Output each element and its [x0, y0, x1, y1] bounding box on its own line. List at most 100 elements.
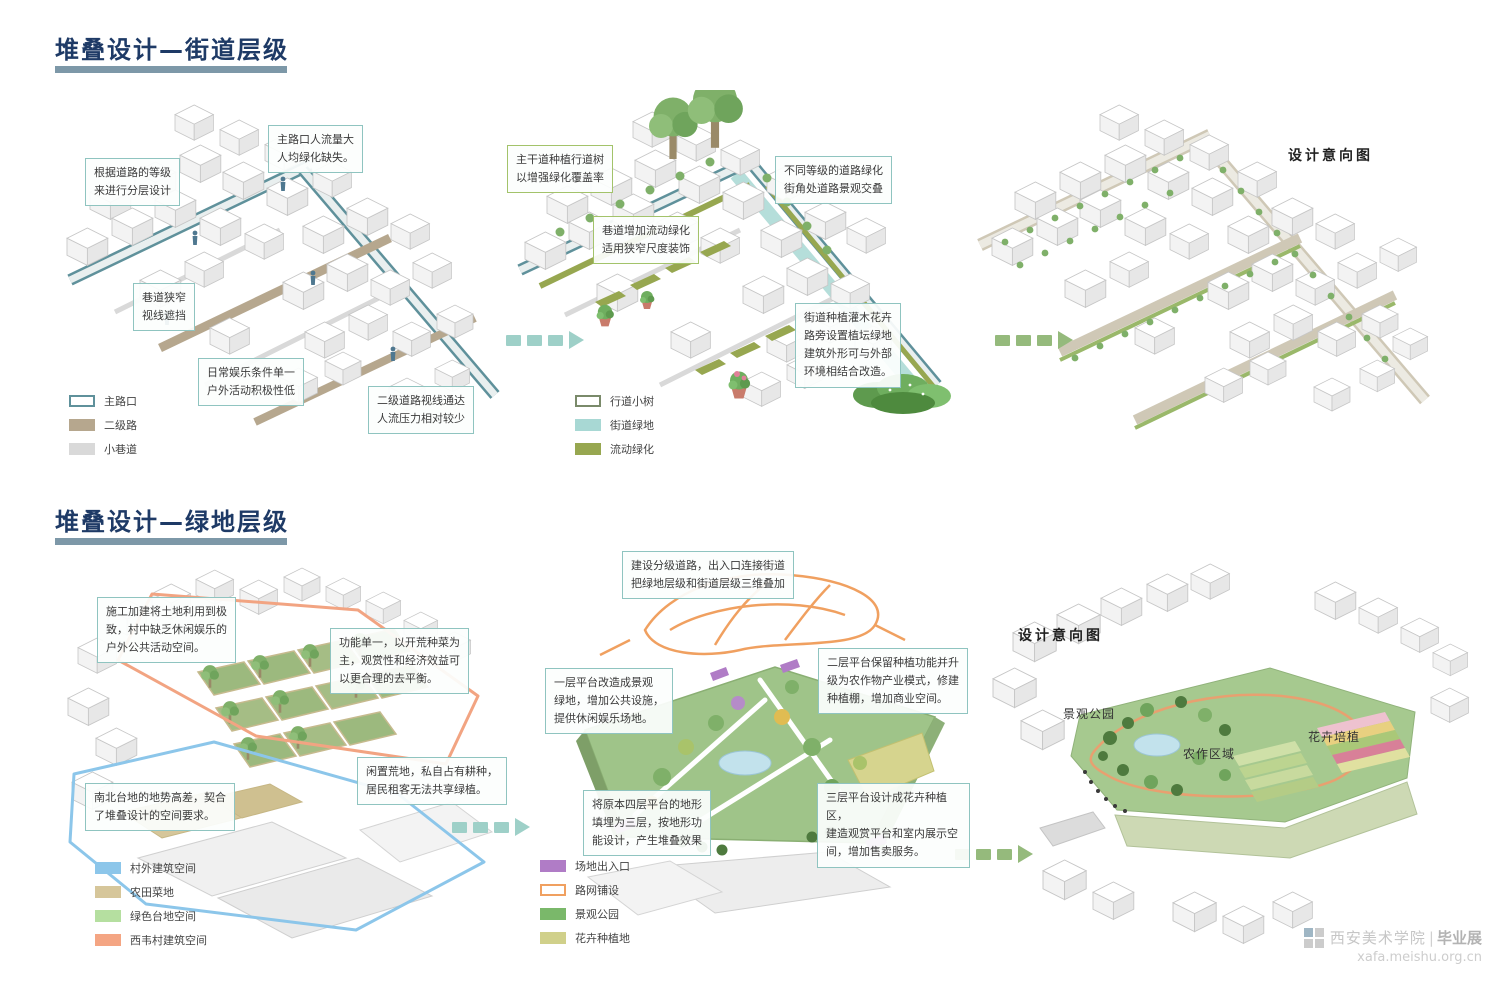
flower-area-label: 花卉培植 [1308, 730, 1361, 744]
farm-area-label: 农作区域 [1183, 747, 1236, 761]
watermark: 西安美术学院 | 毕业展 xafa.meishu.org.cn [1303, 927, 1482, 965]
xafa-logo-icon [1303, 927, 1324, 948]
callout-street-trees: 主干道种植行道树 以增强绿化覆盖率 [507, 145, 613, 194]
street-green-swatch [575, 419, 601, 431]
panel-street-existing: 根据道路的等级 来进行分层设计 主路口人流量大 人均绿化缺失。 巷道狭窄 视线遮… [55, 90, 500, 485]
callout-daily-entertainment: 日常娱乐条件单一 户外活动积极性低 [198, 358, 304, 407]
callout-secondary-road: 二级道路视线通达 人流压力相对较少 [368, 386, 474, 435]
callout-graded-roads: 建设分级道路，出入口连接街道 把绿地层级和街道层级三维叠加 [622, 551, 794, 600]
callout-land-overuse: 施工加建将土地利用到极 致，村中缺乏休闲娱乐的 户外公共活动空间。 [97, 597, 236, 664]
callout-alley-mobile-green: 巷道增加流动绿化 适用狭窄尺度装饰 [593, 216, 699, 265]
legend-label: 村外建筑空间 [130, 862, 196, 875]
legend-label: 农田菜地 [130, 886, 174, 899]
legend-street-greening: 行道小树 街道绿地 流动绿化 [575, 393, 654, 465]
watermark-exhibition: 毕业展 [1436, 929, 1482, 947]
watermark-url: xafa.meishu.org.cn [1357, 950, 1482, 965]
alley-swatch [69, 443, 95, 455]
legend-item: 场地出入口 [540, 858, 630, 874]
arrow-head-icon [569, 331, 584, 349]
panel-green-design: 建设分级道路，出入口连接街道 把绿地层级和街道层级三维叠加 一层平台改造成景观 … [530, 545, 970, 970]
legend-item: 景观公园 [540, 906, 630, 922]
panel-street-intent: 设计意向图 [965, 90, 1460, 485]
street-tree-rows [1001, 154, 1389, 363]
flower-strips [1317, 712, 1410, 773]
legend-label: 景观公园 [575, 908, 619, 921]
arrow-green-step1 [452, 818, 530, 836]
watermark-separator: | [1428, 928, 1434, 947]
legend-label: 主路口 [104, 395, 137, 408]
panel-green-existing: 施工加建将土地利用到极 致，村中缺乏休闲娱乐的 户外公共活动空间。 功能单一，以… [60, 560, 510, 965]
hedge-illustration [853, 374, 951, 414]
callout-platform3: 三层平台设计成花卉种植区， 建造观赏平台和室内展示空 间，增加售卖服务。 [817, 783, 970, 868]
legend-label: 西韦村建筑空间 [130, 934, 207, 947]
callout-narrow-alley: 巷道狭窄 视线遮挡 [133, 283, 195, 332]
legend-label: 绿色台地空间 [130, 910, 196, 923]
callout-terrain-fill: 将原本四层平台的地形 填埋为三层，按地形功 能设计，产生堆叠效果 [583, 790, 711, 857]
callout-idle-land: 闲置荒地，私自占有耕种， 居民租客无法共享绿植。 [357, 757, 507, 806]
callout-main-crossing: 主路口人流量大 人均绿化缺失。 [268, 125, 363, 174]
legend-item: 西韦村建筑空间 [95, 932, 207, 948]
legend-label: 花卉种植地 [575, 932, 630, 945]
pond [718, 750, 772, 776]
main-road-swatch [69, 395, 95, 407]
callout-shrub-planting: 街道种植灌木花卉 路旁设置植坛绿地 建筑外形可与外部 环境相结合改造。 [795, 303, 901, 388]
arrow-head-icon [1018, 845, 1033, 863]
farm-swatch [95, 886, 121, 898]
outer-building-outline [68, 740, 486, 932]
legend-label: 小巷道 [104, 443, 137, 456]
flow-green-swatch [575, 443, 601, 455]
park-trees [1098, 696, 1231, 796]
legend-label: 场地出入口 [575, 860, 630, 873]
lower-platforms [136, 801, 494, 939]
legend-item: 农田菜地 [95, 884, 207, 900]
callout-road-green-overlap: 不同等级的道路绿化 街角处道路景观交叠 [775, 156, 892, 205]
section1-title-rule [55, 66, 287, 73]
section2-title: 堆叠设计—绿地层级 [55, 508, 289, 536]
watermark-school: 西安美术学院 [1329, 929, 1426, 947]
village-swatch [95, 934, 121, 946]
legend-item: 村外建筑空间 [95, 860, 207, 876]
arrow-head-icon [1058, 331, 1073, 349]
legend-street-existing: 主路口 二级路 小巷道 [69, 393, 137, 465]
flowerland-swatch [540, 932, 566, 944]
green-intent-label: 设计意向图 [1018, 628, 1103, 644]
edge-planting-dots [1083, 770, 1127, 813]
legend-item: 行道小树 [575, 393, 654, 409]
section2-title-rule [55, 538, 287, 545]
callout-road-classification: 根据道路的等级 来进行分层设计 [85, 158, 180, 207]
callout-platform1: 一层平台改造成景观 绿地，增加公共设施， 提供休闲娱乐场地。 [545, 668, 673, 735]
panel-green-intent: 设计意向图 景观公园 农作区域 花卉培植 [985, 560, 1480, 965]
arrow-street-step1 [506, 331, 584, 349]
panel-street-greening: 主干道种植行道树 以增强绿化覆盖率 不同等级的道路绿化 街角处道路景观交叠 巷道… [505, 90, 960, 485]
park-area-label: 景观公园 [1063, 707, 1116, 721]
street-tree-swatch [575, 395, 601, 407]
mobile-greening-patches [595, 241, 796, 375]
street-intent-diagram [977, 104, 1430, 430]
legend-item: 小巷道 [69, 441, 137, 457]
pond [1133, 733, 1181, 757]
street-intent-label: 设计意向图 [1288, 148, 1373, 164]
outer-building-swatch [95, 862, 121, 874]
legend-item: 主路口 [69, 393, 137, 409]
callout-terrain-height: 南北台地的地势高差，契合 了堆叠设计的空间要求。 [85, 783, 235, 832]
legend-label: 路网铺设 [575, 884, 619, 897]
callout-platform2: 二层平台保留种植功能并升 级为农作物产业模式，修建 种植棚，增加商业空间。 [818, 648, 968, 715]
secondary-road-swatch [69, 419, 95, 431]
legend-green-existing: 村外建筑空间 农田菜地 绿色台地空间 西韦村建筑空间 [95, 860, 207, 956]
legend-item: 花卉种植地 [540, 930, 630, 946]
legend-item: 二级路 [69, 417, 137, 433]
entrance-swatch [540, 860, 566, 872]
park-swatch [540, 908, 566, 920]
arrow-street-step2 [995, 331, 1073, 349]
legend-label: 二级路 [104, 419, 137, 432]
potted-plants [596, 291, 751, 399]
legend-label: 流动绿化 [610, 443, 654, 456]
section1-title: 堆叠设计—街道层级 [55, 36, 289, 64]
callout-single-function: 功能单一，以开荒种菜为 主，观赏性和经济效益可 以更合理的去平衡。 [330, 628, 469, 695]
legend-green-design: 场地出入口 路网铺设 景观公园 花卉种植地 [540, 858, 630, 954]
access-ramp [1039, 811, 1106, 847]
farm-strips [1233, 741, 1319, 802]
lower-terrace [1114, 781, 1418, 859]
legend-item: 绿色台地空间 [95, 908, 207, 924]
